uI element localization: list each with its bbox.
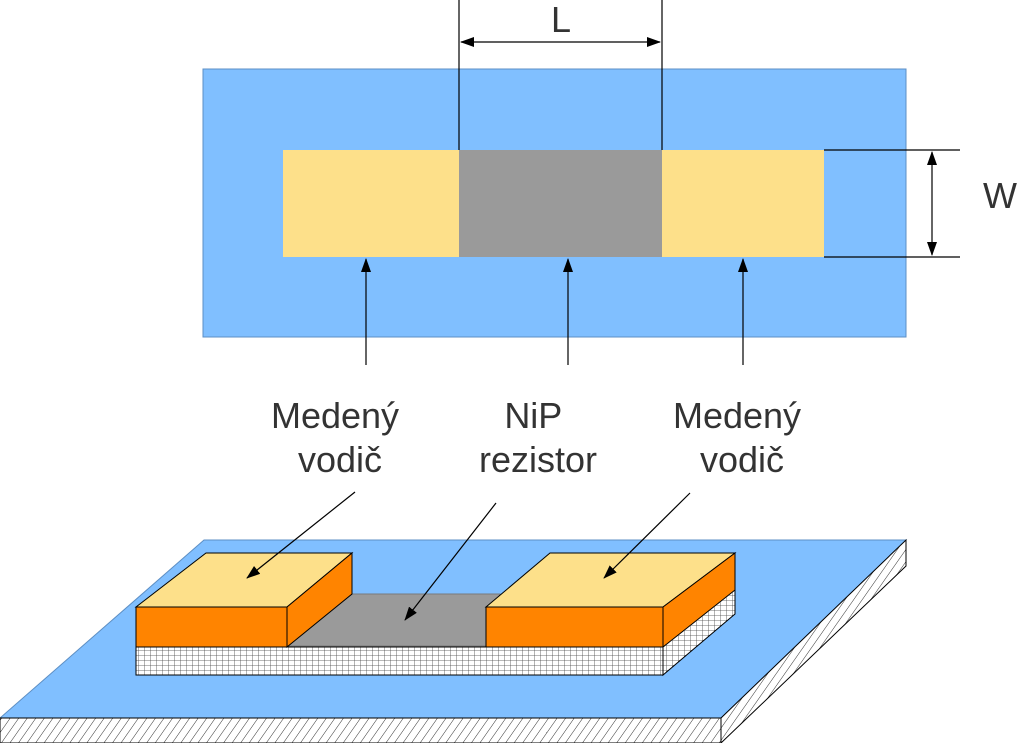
top-resistor (459, 150, 662, 257)
resistor-label: NiP rezistor (479, 395, 597, 480)
width-label: W (983, 175, 1017, 216)
length-label: L (551, 0, 571, 40)
left-conductor-label-line2: vodič (298, 439, 382, 480)
pointer-right-conductor-3d (603, 492, 691, 579)
right-conductor-label: Medený vodič (673, 395, 811, 480)
resistor-label-line1: NiP (504, 395, 561, 436)
left-block-side (286, 551, 353, 649)
substrate-front-face (0, 717, 722, 743)
base-layer-front (135, 646, 664, 676)
right-block-side (662, 552, 736, 649)
pointer-resistor-3d (404, 502, 497, 621)
pointer-left-conductor-3d (246, 491, 356, 579)
right-conductor-label-line2: vodič (700, 439, 784, 480)
left-conductor-label-line1: Medený (271, 395, 399, 436)
right-conductor-label-line1: Medený (673, 395, 801, 436)
left-conductor-label: Medený vodič (271, 395, 409, 480)
top-left-conductor (283, 150, 459, 257)
left-block-front (135, 606, 288, 648)
resistor-label-line2: rezistor (479, 439, 597, 480)
top-right-conductor (662, 150, 824, 257)
right-block-front (485, 606, 664, 648)
substrate-side-face (720, 538, 907, 743)
